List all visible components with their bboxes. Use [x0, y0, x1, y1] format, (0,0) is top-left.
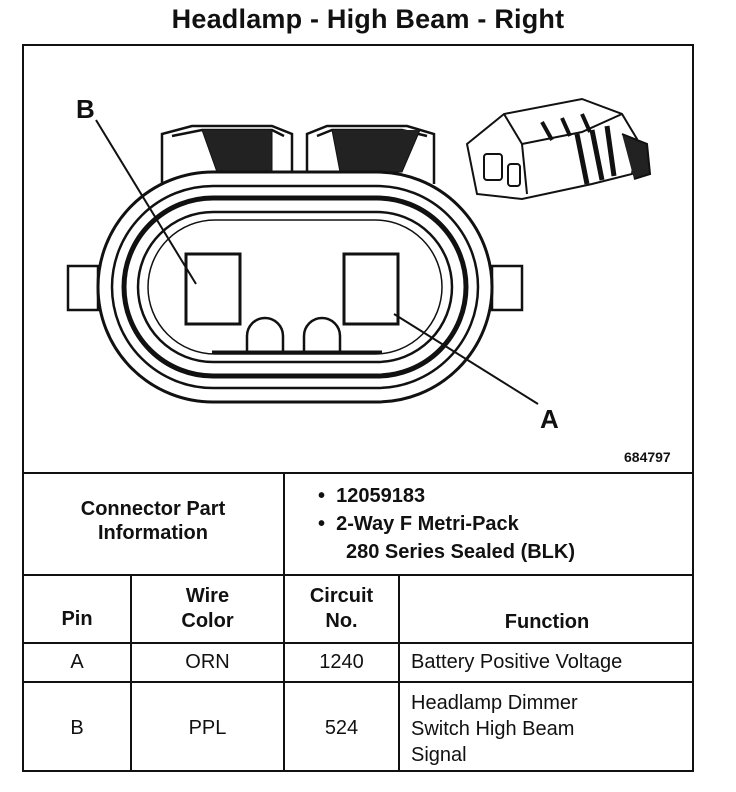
header-circuit: Circuit No. [285, 584, 398, 634]
part-desc-line2: 280 Series Sealed (BLK) [346, 541, 575, 563]
row-b-function-line3: Signal [411, 744, 467, 766]
table-divider-top [22, 472, 694, 474]
right-ear [490, 264, 524, 312]
connector-diagram: B A [66, 94, 652, 434]
row-b-function: Headlamp Dimmer Switch High Beam Signal [411, 690, 691, 768]
table-divider-rowB [22, 681, 694, 683]
header-pin: Pin [61, 608, 93, 630]
header-circuit-line1: Circuit [309, 585, 374, 607]
table-divider-header [22, 574, 694, 576]
cavity-a [342, 252, 400, 326]
row-b-pin: B [70, 717, 84, 739]
figure-number: 684797 [624, 449, 671, 465]
left-ear [66, 264, 100, 312]
table-vline-2 [283, 574, 285, 772]
part-info-label-line2: Information [98, 522, 208, 544]
row-b-function-line1: Headlamp Dimmer [411, 692, 578, 714]
pin-a-label: A [540, 404, 559, 434]
bullet: • [318, 513, 326, 535]
page-title: Headlamp - High Beam - Right [171, 4, 565, 34]
bullet: • [318, 485, 326, 507]
row-b-circuit: 524 [324, 717, 359, 739]
row-a-color: ORN [185, 651, 230, 673]
header-wire-line2: Color [181, 610, 234, 632]
header-circuit-line2: No. [325, 610, 358, 632]
key-bumps [245, 316, 342, 352]
row-b-function-line2: Switch High Beam [411, 718, 575, 740]
row-b-color: PPL [188, 717, 227, 739]
table-vline-3 [398, 574, 400, 772]
leader-a [393, 313, 539, 405]
connector-thumbnail [465, 97, 652, 201]
part-number: 12059183 [336, 485, 426, 507]
pin-b-label: B [76, 94, 95, 124]
row-a-function: Battery Positive Voltage [411, 651, 623, 673]
table-divider-rowA [22, 642, 694, 644]
table-vline-1 [130, 574, 132, 772]
header-function: Function [504, 611, 590, 633]
part-info-label-line1: Connector Part [80, 498, 226, 520]
cavity-b [184, 252, 242, 326]
table-vline-partinfo [283, 472, 285, 576]
part-info-label: Connector Part Information [24, 497, 282, 545]
row-a-circuit: 1240 [319, 651, 364, 673]
part-info-values: • 12059183 • 2-Way F Metri-Pack 280 Seri… [318, 482, 688, 566]
row-a-pin: A [70, 651, 84, 673]
housing-outer [96, 170, 494, 404]
outer-frame [22, 44, 694, 772]
header-wire-line1: Wire [185, 585, 230, 607]
part-desc-line1: 2-Way F Metri-Pack [336, 513, 519, 535]
header-wire-color: Wire Color [132, 584, 283, 634]
leader-b [95, 119, 197, 285]
